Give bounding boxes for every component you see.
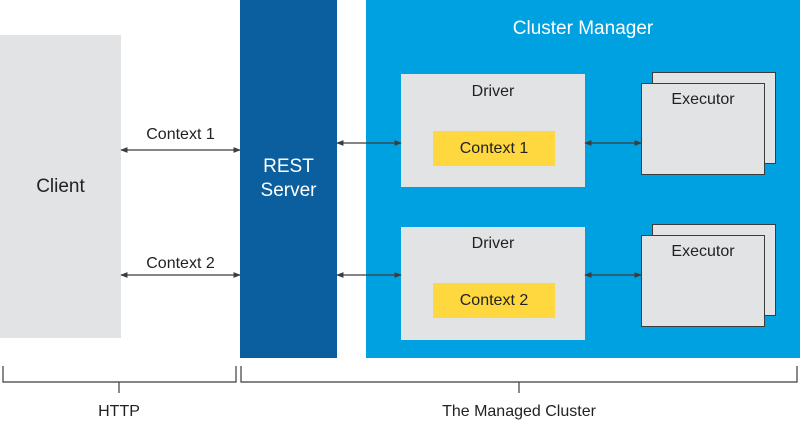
driver-label-top: Driver bbox=[471, 83, 515, 100]
bracket-managed-cluster bbox=[240, 366, 798, 393]
managed-cluster-label: The Managed Cluster bbox=[442, 403, 596, 420]
client-box bbox=[0, 35, 121, 338]
executor-label-top: Executor bbox=[671, 91, 735, 108]
context-box-bottom bbox=[433, 283, 555, 318]
executor-label-bottom: Executor bbox=[671, 243, 735, 260]
cluster-manager-label: Cluster Manager bbox=[512, 18, 654, 39]
context-label-bottom: Context 2 bbox=[459, 292, 529, 309]
connection-label-context-2: Context 2 bbox=[146, 255, 215, 272]
rest-server-box bbox=[240, 0, 337, 358]
driver-label-bottom: Driver bbox=[471, 235, 515, 252]
driver-box-top bbox=[401, 74, 585, 187]
context-box-top bbox=[433, 131, 555, 166]
client-label: Client bbox=[36, 176, 85, 197]
executor-box-top bbox=[641, 83, 765, 175]
bracket-http bbox=[2, 366, 237, 393]
rest-server-label-line1: REST bbox=[263, 156, 314, 177]
connection-label-context-1: Context 1 bbox=[146, 126, 215, 143]
executor-box-bottom bbox=[641, 235, 765, 327]
http-label: HTTP bbox=[98, 403, 140, 420]
rest-server-label-line2: Server bbox=[260, 180, 317, 201]
context-label-top: Context 1 bbox=[459, 140, 529, 157]
